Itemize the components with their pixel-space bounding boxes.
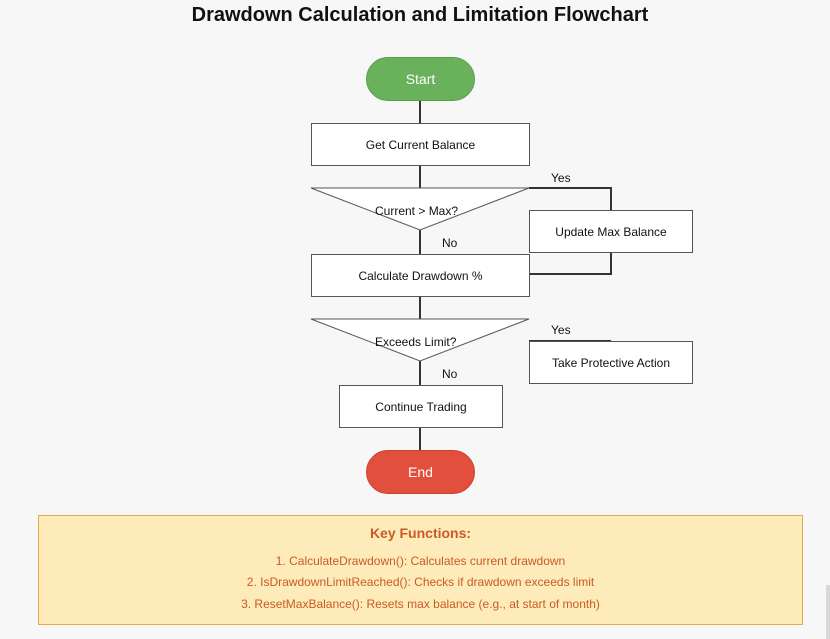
- continue-trading-node[interactable]: Continue Trading: [339, 385, 503, 428]
- decision-shape-exceeds-limit: [310, 318, 530, 362]
- decision-shape-current-max: [310, 187, 530, 231]
- key-functions-title: Key Functions:: [369, 525, 472, 541]
- end-label: End: [408, 464, 433, 480]
- key-functions-panel: Key Functions: 1. CalculateDrawdown(): C…: [38, 515, 803, 625]
- get-balance-label: Get Current Balance: [365, 137, 476, 152]
- edge-label-no-1: No: [442, 236, 458, 250]
- key-function-item: 3. ResetMaxBalance(): Resets max balance…: [241, 597, 600, 611]
- edge-label-yes-1: Yes: [551, 171, 571, 185]
- edge-label-yes-2: Yes: [551, 323, 571, 337]
- end-node[interactable]: End: [366, 450, 475, 494]
- protective-action-node[interactable]: Take Protective Action: [529, 341, 693, 384]
- key-function-item: 1. CalculateDrawdown(): Calculates curre…: [275, 554, 566, 568]
- calc-drawdown-label: Calculate Drawdown %: [358, 268, 483, 283]
- key-function-item: 2. IsDrawdownLimitReached(): Checks if d…: [246, 575, 595, 589]
- decision-label-exceeds-limit: Exceeds Limit?: [375, 335, 457, 349]
- start-label: Start: [405, 71, 436, 87]
- decision-label-current-max: Current > Max?: [375, 204, 459, 218]
- continue-trading-label: Continue Trading: [375, 399, 467, 414]
- edge-label-no-2: No: [442, 367, 458, 381]
- update-max-label: Update Max Balance: [555, 224, 667, 239]
- calc-drawdown-node[interactable]: Calculate Drawdown %: [311, 254, 530, 297]
- get-balance-node[interactable]: Get Current Balance: [311, 123, 530, 166]
- edge-yes-to-update: [529, 187, 612, 210]
- protective-action-label: Take Protective Action: [551, 355, 671, 370]
- update-max-node[interactable]: Update Max Balance: [529, 210, 693, 253]
- page-title: Drawdown Calculation and Limitation Flow…: [191, 4, 649, 26]
- window-edge-strip: [826, 585, 830, 639]
- start-node[interactable]: Start: [366, 57, 475, 101]
- edge-update-to-calc: [529, 252, 612, 275]
